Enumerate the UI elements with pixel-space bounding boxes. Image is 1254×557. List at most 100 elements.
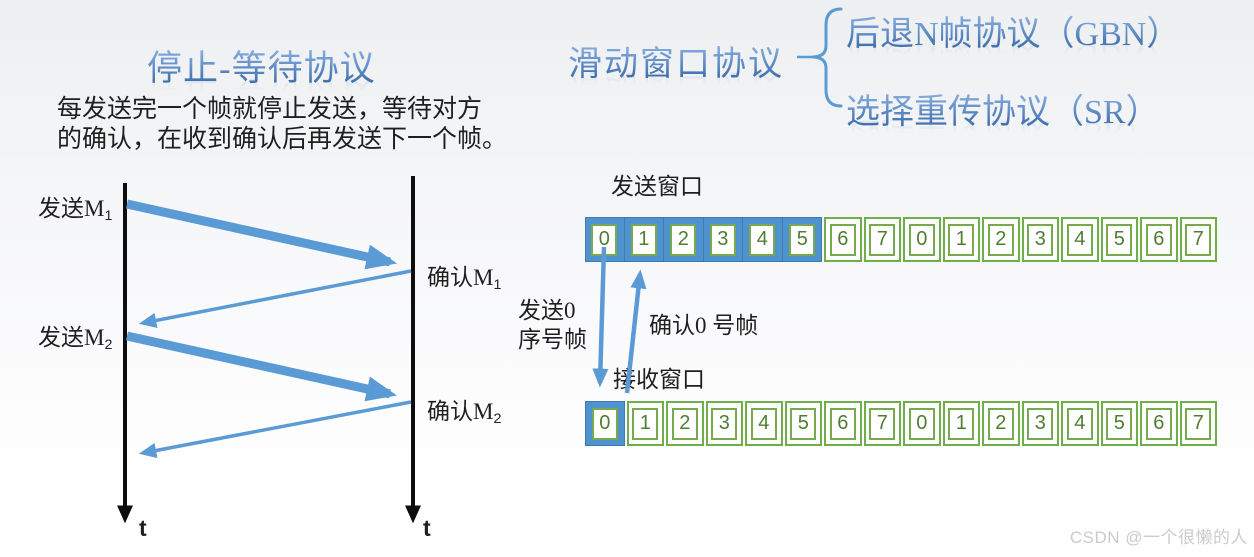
cell-14: 6	[1140, 217, 1178, 262]
cell-9: 1	[942, 401, 980, 446]
cell-number: 1	[630, 223, 657, 256]
send-frame-line-2: 序号帧	[518, 327, 587, 352]
description-line-1: 每发送完一个帧就停止发送，等待对方	[57, 96, 483, 123]
cell-1: 1	[626, 401, 664, 446]
cell-number: 5	[790, 407, 817, 440]
cell-number: 7	[869, 223, 896, 256]
window-cell-5: 5	[783, 217, 823, 262]
ack-m2-text: 确认M	[427, 399, 494, 424]
cell-number: 6	[829, 223, 856, 256]
cell-5: 5	[784, 401, 822, 446]
cell-12: 4	[1061, 401, 1099, 446]
cell-8: 0	[903, 217, 941, 262]
cell-10: 2	[982, 401, 1020, 446]
cell-7: 7	[863, 217, 901, 262]
frame-m1-arrow	[126, 199, 398, 270]
cell-6: 6	[824, 401, 862, 446]
ack-m1-sub: 1	[493, 276, 502, 293]
cell-number: 1	[632, 407, 659, 440]
cell-number: 6	[1145, 223, 1172, 256]
cell-7: 7	[863, 401, 901, 446]
cell-number: 3	[711, 407, 738, 440]
window-cell-2: 2	[664, 217, 704, 262]
send-m1-sub: 1	[104, 207, 113, 224]
sliding-window-title: 滑动窗口协议	[568, 36, 784, 85]
cell-number: 2	[670, 223, 697, 256]
ack-frame-annotation: 确认0 号帧	[649, 313, 759, 338]
send-window-label: 发送窗口	[611, 174, 703, 199]
window-cell-1: 1	[625, 217, 664, 262]
stop-wait-description: 每发送完一个帧就停止发送，等待对方 的确认，在收到确认后再发送下一个帧。	[57, 95, 537, 155]
cell-number: 3	[1027, 407, 1054, 440]
window-cell-4: 4	[743, 217, 783, 262]
send-frame-0-arrow	[592, 246, 609, 388]
send-m1-text: 发送M	[38, 196, 105, 221]
cell-9: 1	[942, 217, 980, 262]
cell-number: 7	[1185, 407, 1212, 440]
cell-number: 1	[948, 223, 975, 256]
cell-number: 1	[948, 407, 975, 440]
ack-m2-sub: 2	[493, 410, 502, 427]
cell-8: 0	[903, 401, 941, 446]
cell-13: 5	[1100, 401, 1138, 446]
cell-number: 0	[591, 407, 618, 440]
frame-m2-arrow	[126, 331, 398, 402]
cell-number: 5	[1106, 407, 1133, 440]
ack-m2-label: 确认M2	[427, 392, 501, 427]
ack-m1-label: 确认M1	[427, 258, 501, 293]
cell-number: 2	[987, 407, 1014, 440]
cell-11: 3	[1021, 401, 1059, 446]
cell-10: 2	[982, 217, 1020, 262]
send-frame-line-1: 发送0	[518, 298, 576, 323]
cell-number: 4	[749, 223, 776, 256]
cell-14: 6	[1140, 401, 1178, 446]
send-m1-label: 发送M1	[38, 189, 112, 224]
ack-m1-text: 确认M	[427, 265, 494, 290]
send-m2-label: 发送M2	[38, 318, 112, 353]
sender-time-axis-label: t	[139, 515, 147, 541]
window-band: 0	[585, 401, 625, 446]
send-frame-annotation: 发送0 序号帧	[518, 296, 587, 354]
branch-brace	[811, 7, 843, 108]
cell-number: 5	[1106, 223, 1133, 256]
cell-number: 5	[789, 223, 816, 256]
gbn-branch-label: 后退N帧协议（GBN）	[846, 6, 1180, 55]
cell-number: 4	[1066, 223, 1093, 256]
cell-number: 0	[591, 223, 618, 256]
cell-number: 3	[709, 223, 736, 256]
cell-number: 6	[829, 407, 856, 440]
window-cell-0: 0	[585, 401, 625, 446]
cell-number: 4	[750, 407, 777, 440]
window-cell-0: 0	[585, 217, 625, 262]
receive-window-label: 接收窗口	[613, 367, 705, 392]
cell-15: 7	[1179, 217, 1217, 262]
ack-m1-arrow	[138, 269, 412, 329]
cell-number: 3	[1027, 223, 1054, 256]
cell-number: 7	[869, 407, 896, 440]
cell-number: 6	[1145, 407, 1172, 440]
sr-branch-label: 选择重传协议（SR）	[846, 84, 1160, 133]
cell-number: 2	[987, 223, 1014, 256]
cell-number: 0	[908, 223, 935, 256]
stop-wait-title: 停止-等待协议	[147, 40, 376, 91]
cell-15: 7	[1179, 401, 1217, 446]
cell-4: 4	[745, 401, 783, 446]
send-m2-sub: 2	[104, 336, 113, 353]
csdn-watermark: CSDN @一个很懒的人	[1069, 528, 1248, 547]
cell-number: 2	[671, 407, 698, 440]
send-m2-text: 发送M	[38, 325, 105, 350]
description-line-2: 的确认，在收到确认后再发送下一个帧。	[57, 126, 508, 153]
cell-number: 0	[908, 407, 935, 440]
cell-13: 5	[1100, 217, 1138, 262]
cell-2: 2	[666, 401, 704, 446]
cell-3: 3	[705, 401, 743, 446]
cell-6: 6	[824, 217, 862, 262]
ack-m2-arrow	[138, 400, 412, 459]
window-cell-3: 3	[704, 217, 743, 262]
cell-number: 4	[1066, 407, 1093, 440]
cell-12: 4	[1061, 217, 1099, 262]
